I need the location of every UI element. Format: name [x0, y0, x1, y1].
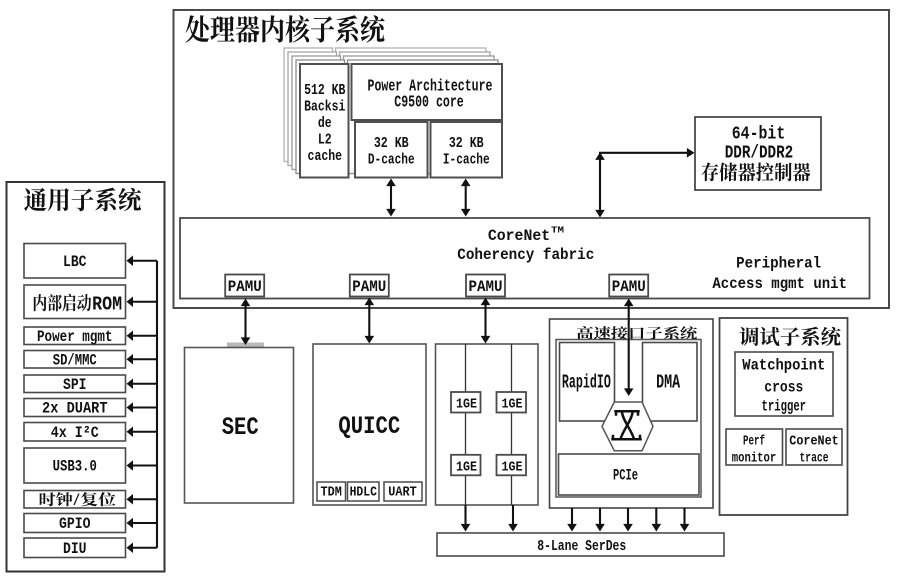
svg-text:512 KB: 512 KB — [304, 82, 345, 99]
svg-text:Perf: Perf — [743, 434, 765, 450]
svg-text:QUICC: QUICC — [338, 412, 400, 441]
svg-text:PAMU: PAMU — [228, 278, 262, 296]
svg-text:PAMU: PAMU — [612, 278, 646, 296]
svg-text:monitor: monitor — [732, 451, 777, 467]
svg-text:DMA: DMA — [656, 372, 680, 394]
svg-text:Peripheral: Peripheral — [736, 255, 821, 273]
svg-text:trigger: trigger — [762, 398, 807, 416]
svg-text:PAMU: PAMU — [469, 278, 503, 296]
svg-text:Watchpoint: Watchpoint — [742, 356, 825, 374]
svg-text:SPI: SPI — [63, 376, 87, 394]
svg-text:cache: cache — [308, 148, 343, 165]
svg-text:Coherency fabric: Coherency fabric — [457, 246, 594, 264]
svg-text:TM: TM — [551, 225, 564, 236]
svg-text:2x DUART: 2x DUART — [42, 400, 108, 418]
svg-text:1GE: 1GE — [502, 459, 523, 475]
svg-text:4x I²C: 4x I²C — [51, 424, 99, 442]
svg-text:ROM: ROM — [92, 294, 122, 316]
svg-text:RapidIO: RapidIO — [562, 372, 611, 394]
svg-text:SD/MMC: SD/MMC — [53, 351, 97, 369]
svg-text:LBC: LBC — [63, 253, 87, 271]
svg-text:PAMU: PAMU — [352, 278, 386, 296]
svg-text:PCIe: PCIe — [613, 467, 638, 485]
svg-text:D-cache: D-cache — [368, 153, 415, 169]
svg-text:TDM: TDM — [321, 484, 342, 500]
svg-text:32 KB: 32 KB — [374, 136, 409, 152]
svg-text:/: / — [73, 492, 80, 510]
svg-text:DDR/DDR2: DDR/DDR2 — [725, 143, 794, 164]
svg-text:1GE: 1GE — [456, 459, 477, 475]
svg-text:GPIO: GPIO — [59, 515, 91, 533]
svg-text:Power mgmt: Power mgmt — [37, 328, 113, 346]
svg-text:Power Architecture: Power Architecture — [368, 76, 493, 95]
svg-text:64-bit: 64-bit — [732, 124, 786, 145]
svg-text:USB3.0: USB3.0 — [53, 458, 97, 476]
svg-text:1GE: 1GE — [456, 397, 477, 413]
svg-text:C9500 core: C9500 core — [394, 93, 464, 112]
svg-text:32 KB: 32 KB — [449, 136, 484, 152]
svg-text:Access mgmt unit: Access mgmt unit — [712, 275, 847, 293]
svg-text:CoreNet: CoreNet — [488, 227, 550, 245]
svg-text:de: de — [318, 115, 332, 132]
svg-text:Backsi: Backsi — [304, 99, 345, 116]
svg-text:UART: UART — [388, 484, 417, 500]
svg-text:SEC: SEC — [222, 413, 259, 442]
svg-text:cross: cross — [764, 379, 803, 397]
svg-text:L2: L2 — [318, 132, 332, 149]
svg-text:8-Lane SerDes: 8-Lane SerDes — [537, 538, 626, 555]
svg-text:CoreNet: CoreNet — [789, 434, 839, 450]
svg-text:1GE: 1GE — [502, 397, 523, 413]
svg-text:HDLC: HDLC — [350, 484, 378, 500]
svg-text:DIU: DIU — [63, 540, 87, 558]
svg-text:I-cache: I-cache — [443, 153, 490, 169]
svg-text:trace: trace — [800, 451, 829, 467]
